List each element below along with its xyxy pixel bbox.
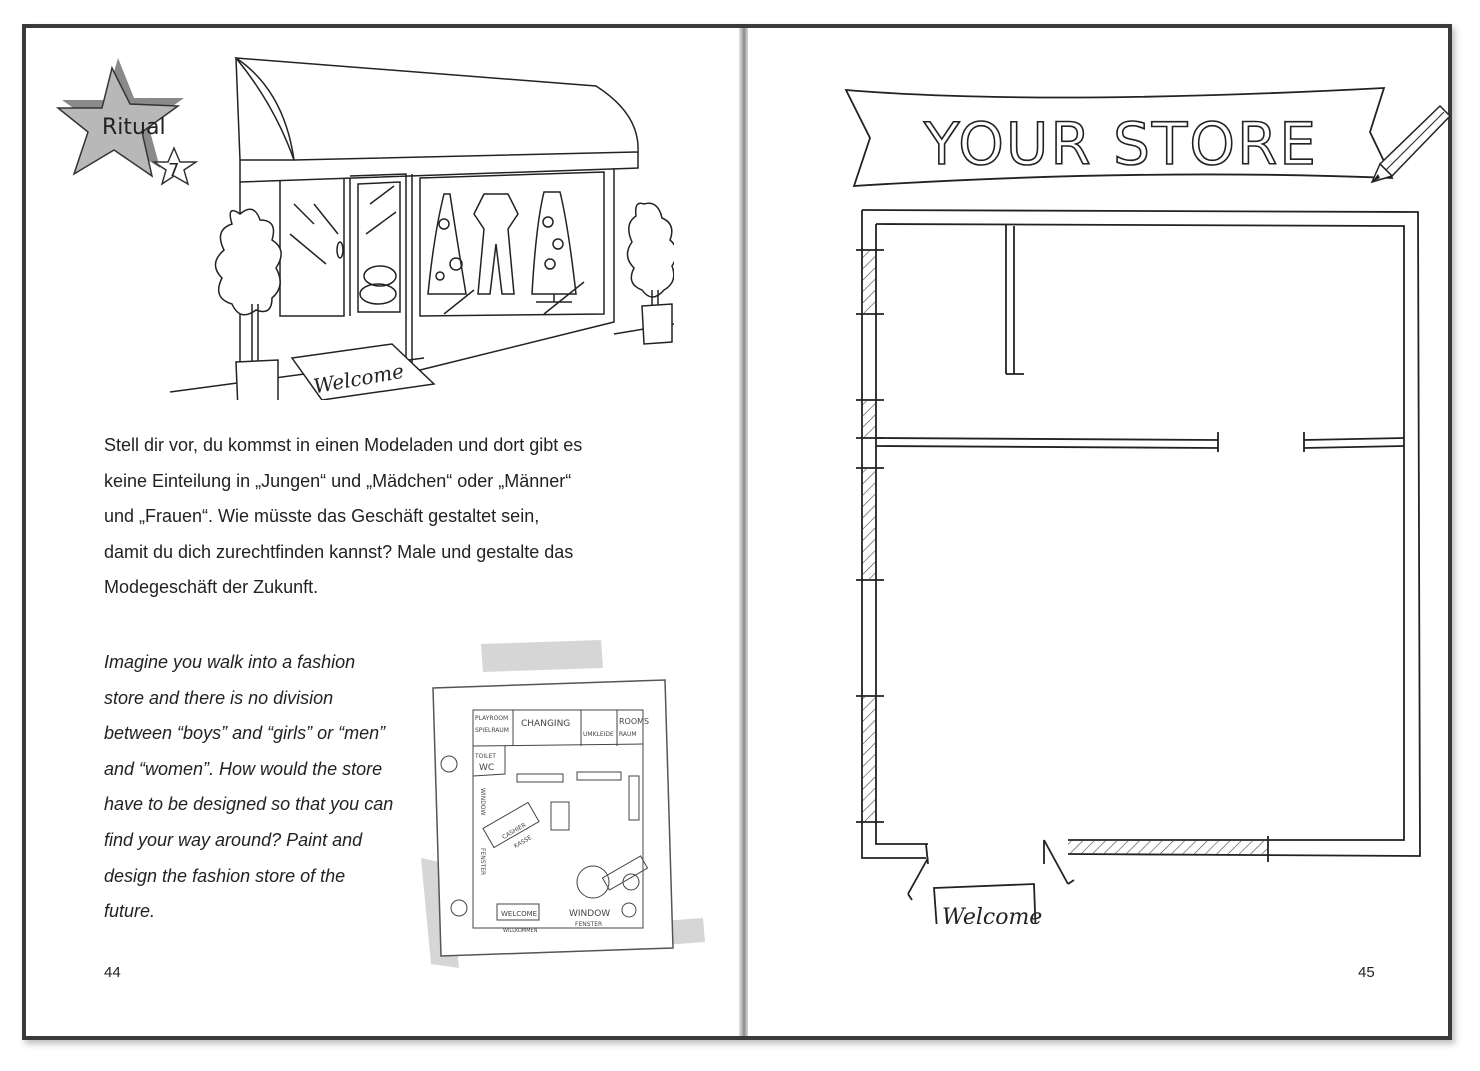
book-gutter: [739, 28, 749, 1036]
page-number-right: 45: [1358, 964, 1375, 981]
page-number-left: 44: [104, 964, 121, 981]
german-line: Stell dir vor, du kommst in einen Modela…: [104, 435, 583, 455]
ritual-number: 7: [168, 160, 179, 181]
pencil-icon: [1370, 104, 1450, 184]
german-line: damit du dich zurechtfinden kannst? Male…: [104, 541, 574, 562]
sketch-window: WINDOW: [569, 909, 610, 919]
sketch-wc: WC: [479, 763, 494, 773]
sketch-fenster-vertical: FENSTER: [479, 848, 486, 875]
sketch-changing: CHANGING: [521, 719, 570, 729]
german-paragraph: Stell dir vor, du kommst in einen Modela…: [104, 428, 664, 606]
english-line: design the fashion store of the: [104, 865, 346, 886]
page-right: YOUR STORE: [748, 28, 1450, 1036]
banner-title: YOUR STORE: [923, 110, 1318, 178]
english-line: between “boys” and “girls” or “men”: [104, 723, 386, 744]
german-line: und „Frauen“. Wie müsste das Geschäft ge…: [104, 506, 540, 527]
english-line: future.: [104, 901, 156, 922]
book-spread: Ritual 7: [22, 24, 1452, 1040]
sketch-window-vertical: WINDOW: [479, 788, 486, 816]
floorplan-welcome-text: Welcome: [942, 905, 1042, 924]
english-line: and “women”. How would the store: [104, 758, 383, 779]
sketch-spielraum: SPIELRAUM: [475, 727, 509, 734]
sketch-umkleide: UMKLEIDE: [583, 731, 614, 738]
english-line: Imagine you walk into a fashion: [104, 652, 356, 672]
german-line: keine Einteilung in „Jungen“ und „Mädche…: [104, 470, 572, 491]
sketch-toilet: TOILET: [474, 753, 496, 760]
english-line: store and there is no division: [104, 687, 334, 708]
german-line: Modegeschäft der Zukunft.: [104, 577, 319, 598]
english-line: find your way around? Paint and: [104, 829, 363, 850]
ritual-label: Ritual: [102, 115, 166, 140]
your-store-banner: YOUR STORE: [844, 87, 1450, 187]
sketch-raum: RAUM: [619, 731, 637, 738]
sketch-fenster: FENSTER: [575, 921, 602, 928]
storefront-illustration: Welcome: [169, 57, 674, 400]
floorplan-sketch: PLAYROOM SPIELRAUM CHANGING ROOMS UMKLEI…: [421, 640, 705, 968]
ritual-badge: Ritual 7: [56, 58, 199, 186]
empty-floorplan: Welcome: [856, 209, 1421, 924]
sketch-willkommen: WILLKOMMEN: [503, 928, 538, 934]
sketch-rooms: ROOMS: [619, 717, 649, 726]
sketch-welcome: WELCOME: [501, 910, 537, 918]
english-paragraph: Imagine you walk into a fashion store an…: [104, 645, 434, 930]
sketch-playroom: PLAYROOM: [475, 715, 508, 722]
english-line: have to be designed so that you can: [104, 794, 394, 815]
page-left: Ritual 7: [26, 28, 742, 1036]
